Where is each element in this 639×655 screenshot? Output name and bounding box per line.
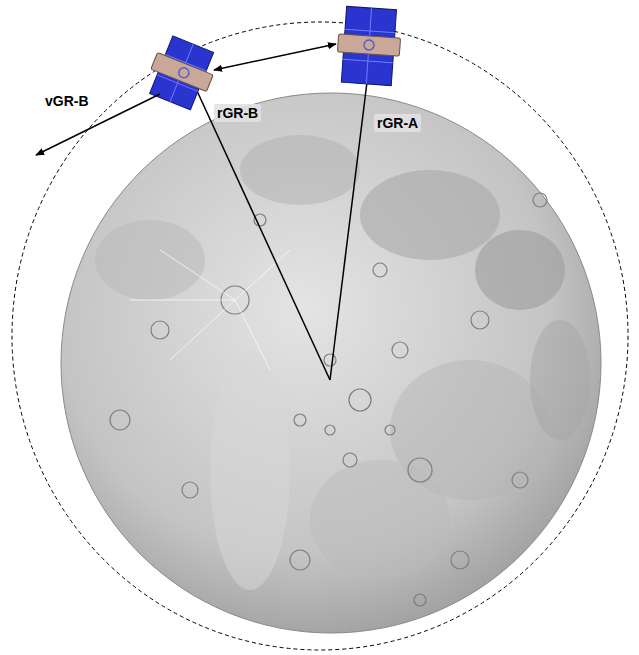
vector-label: vGR-B — [42, 92, 92, 110]
position-vector — [330, 58, 370, 380]
position-vector — [192, 80, 330, 380]
satellite-a — [335, 6, 402, 86]
satellite-b — [142, 33, 221, 113]
vector-label: rGR-A — [374, 114, 421, 132]
orbit-path — [12, 22, 628, 650]
range-link — [214, 44, 336, 70]
moon-body — [61, 93, 601, 633]
vector-label: rGR-B — [214, 104, 261, 122]
